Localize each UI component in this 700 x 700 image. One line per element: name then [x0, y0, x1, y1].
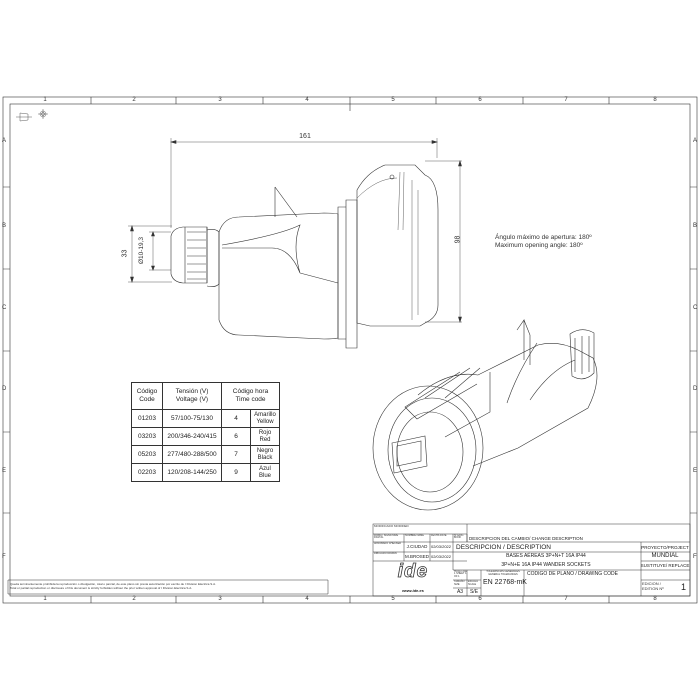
column-label: 8: [653, 97, 657, 103]
header-time-code: Código hora Time code: [221, 382, 280, 410]
column-label: 1: [43, 596, 47, 602]
column-label: 5: [391, 596, 395, 602]
size-value: A3: [456, 589, 464, 595]
signature-label: FIRMA / SIGNATURE DIGITAL: [374, 533, 399, 540]
row-label: B: [693, 223, 698, 229]
column-label: 6: [478, 596, 482, 602]
row-label: C: [2, 305, 7, 311]
company-website: www.ide.es: [402, 588, 424, 593]
name-label: NOMBRE NAME: [405, 533, 424, 537]
column-label: 4: [305, 97, 309, 103]
side-view-drawing: [128, 138, 462, 349]
approved-name: J.CIUDAD: [406, 544, 428, 549]
edition-number-label: Nº EDIC. BOOK: [454, 533, 465, 540]
column-label: 3: [218, 596, 222, 602]
sheet-label: HOJA 1 DE 1 SHEET 1 OF 1: [454, 569, 467, 578]
column-label: 8: [653, 596, 657, 602]
row-label: A: [693, 138, 698, 144]
row-label: D: [2, 386, 7, 392]
tolerance-label: TOLERANCIAS GENERALES GENERAL TOLERANCES: [486, 570, 520, 576]
cell-color: Azul Blue: [250, 463, 280, 482]
edition-label: EDICION / EDITION Nº: [642, 581, 664, 591]
row-label: D: [693, 386, 698, 392]
column-label: 7: [564, 97, 568, 103]
edition-value: 1: [681, 582, 687, 592]
opening-angle-note: Ángulo máximo de apertura: 180º Maximum …: [495, 234, 592, 250]
column-label: 4: [305, 596, 309, 602]
column-label: 2: [132, 596, 136, 602]
table-row: 01203 57/100-75/130 4 Amarillo Yellow: [131, 409, 280, 428]
projection-symbol-icon: [16, 109, 48, 122]
header-voltage: Tensión (V) Voltage (V): [162, 382, 222, 410]
size-label: TAMAÑO SIZE: [454, 580, 465, 586]
scale-label: ESCALA SCALE: [468, 580, 478, 586]
table-row: 05203 277/480-288/500 7 Negro Black: [131, 445, 280, 464]
disclaimer-english: Total or partial reproduction or disclos…: [10, 586, 193, 590]
modified-label: MODIFICADO MODIFIED: [374, 524, 409, 528]
column-label: 2: [132, 97, 136, 103]
approved-label: APROBADO CHECKED: [374, 542, 402, 545]
disclaimer: Queda terminantemente prohibida la repro…: [10, 582, 216, 590]
column-label: 1: [43, 97, 47, 103]
row-label: A: [2, 138, 7, 144]
tolerance-value: EN 22768-mK: [483, 579, 527, 586]
column-label: 5: [391, 97, 395, 103]
disclaimer-spanish: Queda terminantemente prohibida la repro…: [10, 582, 216, 586]
drawing-code-label: CODIGO DE PLANO / DRAWING CODE: [527, 571, 618, 577]
note-spanish: Ángulo máximo de apertura: 180º: [495, 234, 592, 241]
isometric-view-drawing: [372, 319, 598, 511]
description-line-2: 3P+N+E 16A IP44 WANDER SOCKETS: [501, 562, 591, 568]
column-label: 7: [564, 596, 568, 602]
column-label: 6: [478, 97, 482, 103]
note-english: Maximum opening angle: 180º: [495, 242, 583, 249]
row-label: C: [693, 305, 698, 311]
drawn-date: 02/03/2022: [430, 554, 452, 559]
replace-label: SUSTITUYE/ REPLACE: [640, 563, 690, 568]
approved-date: 02/03/2022: [430, 544, 452, 549]
table-header-row: Código Code Tensión (V) Voltage (V) Códi…: [131, 382, 280, 410]
description-line-1: BASES AÉREAS 3P+N+T 16A IP44: [506, 553, 586, 559]
zone-dividers: [3, 97, 697, 603]
cell-hour: 9: [221, 463, 251, 482]
row-label: E: [2, 468, 7, 474]
row-label: B: [2, 223, 7, 229]
row-label: F: [2, 554, 6, 560]
company-logo: ide: [397, 561, 429, 583]
table-row: 02203 120/208-144/250 9 Azul Blue: [131, 463, 280, 482]
row-label: F: [693, 554, 697, 560]
project-label: PROYECTO/PROJECT: [641, 545, 689, 550]
date-label: FECHA DATE: [431, 533, 447, 537]
drawn-name: M.BROSED: [404, 554, 430, 559]
description-label: DESCRIPCION / DESCRIPTION: [456, 544, 551, 551]
project-value: MUNDIAL: [651, 553, 679, 559]
change-description-label: DESCRIPCION DEL CAMBIO/ CHANGE DESCRIPTI…: [469, 536, 583, 541]
column-label: 3: [218, 97, 222, 103]
code-table: Código Code Tensión (V) Voltage (V) Códi…: [131, 382, 280, 482]
row-label: E: [693, 468, 698, 474]
dimension-length: 161: [299, 133, 311, 140]
scale-value: S/E: [469, 589, 479, 595]
drawn-label: DIBUJADO DRAWN: [374, 552, 397, 555]
